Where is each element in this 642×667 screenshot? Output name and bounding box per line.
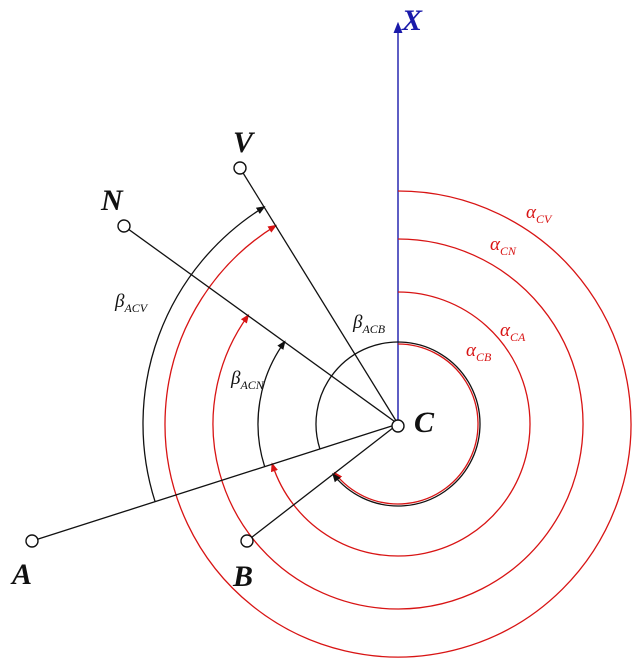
arc-alpha-cb [333, 343, 479, 505]
arc-beta-acn [257, 340, 286, 467]
azimuth-arcs [164, 190, 632, 658]
label-alpha-cb: αCB [466, 340, 492, 364]
label-beta-acb: βACB [352, 312, 386, 336]
arc-alpha-cv [164, 190, 632, 658]
arc-beta-acv [142, 206, 266, 502]
line-c-a [31, 423, 399, 542]
point-n-label: N [100, 184, 124, 217]
line-c-n [123, 225, 399, 425]
label-beta-acv: βACV [114, 291, 149, 315]
label-alpha-cn: αCN [490, 234, 517, 258]
point-n-marker [117, 219, 131, 233]
line-c-v [239, 167, 399, 425]
point-a-marker [25, 534, 39, 548]
point-b-label: B [232, 560, 253, 593]
point-a-label: A [10, 558, 32, 591]
arc-alpha-cn [212, 238, 584, 610]
point-v-label: V [233, 126, 256, 159]
label-beta-acn: βACN [230, 368, 265, 392]
x-axis-label: X [401, 4, 423, 37]
point-b-marker [240, 534, 254, 548]
label-alpha-ca: αCA [500, 320, 526, 344]
label-alpha-cv: αCV [526, 202, 553, 226]
point-c-marker [391, 419, 405, 433]
point-c-label: C [414, 406, 435, 439]
point-v-marker [233, 161, 247, 175]
angle-arcs [142, 206, 481, 507]
line-c-b [246, 423, 399, 542]
arc-alpha-ca [271, 291, 531, 557]
